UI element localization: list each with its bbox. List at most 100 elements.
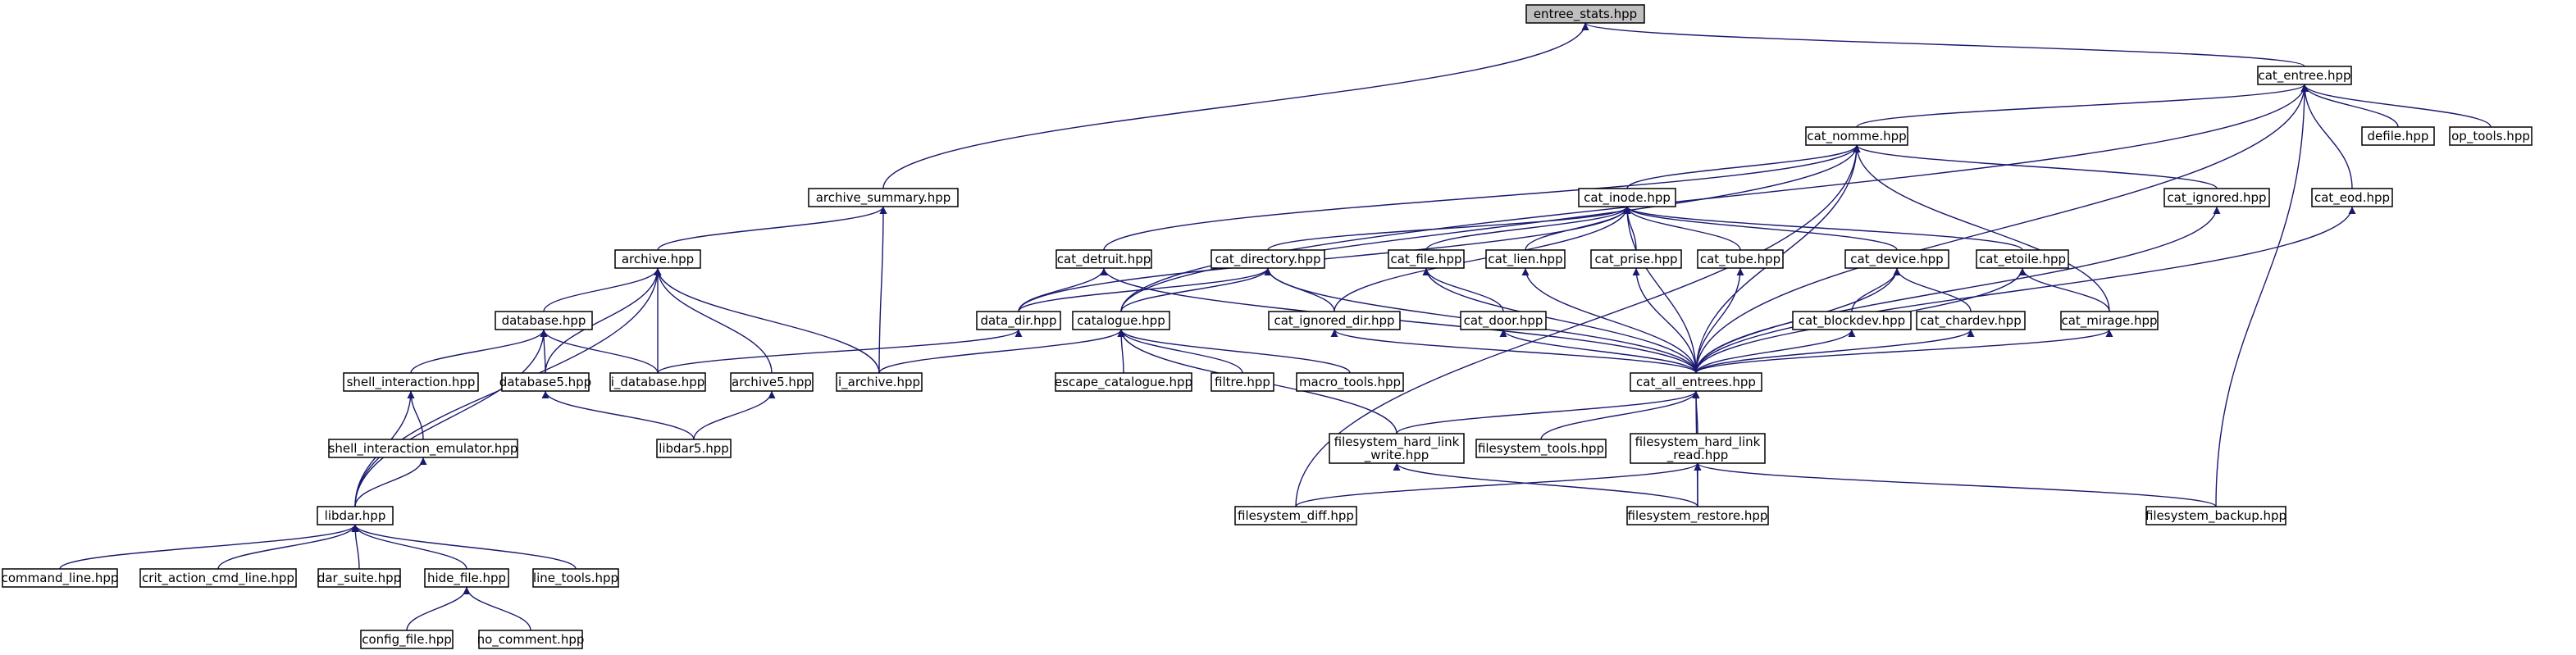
node-cat-entree[interactable]: cat_entree.hpp (2257, 66, 2352, 85)
node-box (1805, 126, 1908, 146)
node-escape-catalogue[interactable]: escape_catalogue.hpp (1055, 372, 1192, 392)
node-i-archive[interactable]: i_archive.hpp (836, 372, 923, 392)
node-box (1296, 372, 1404, 392)
node-cat-all-entrees[interactable]: cat_all_entrees.hpp (1630, 372, 1762, 392)
edge-hide_file-to-libdar (351, 524, 467, 570)
edge-cat_all_entrees-to-cat_mirage (1695, 329, 2113, 374)
node-cat-inode[interactable]: cat_inode.hpp (1578, 188, 1676, 207)
edge-i_database-to-database (540, 329, 659, 374)
node-label: database.hpp (502, 313, 586, 328)
node-box (1210, 249, 1325, 269)
node-fs-hl-read[interactable]: filesystem_hard_link_read.hpp (1630, 433, 1766, 464)
edge-cat_all_entrees-to-cat_lien (1521, 267, 1697, 374)
node-box (836, 372, 923, 392)
node-layer: entree_stats.hpp cat_entree.hpp archive_su… (2, 4, 2533, 649)
edge-cat_device-to-cat_inode (1623, 206, 1898, 251)
node-cat-nomme[interactable]: cat_nomme.hpp (1805, 126, 1908, 146)
node-label: cat_inode.hpp (1584, 190, 1671, 206)
node-label: dar_suite.hpp (317, 571, 401, 586)
node-shell-interaction[interactable]: shell_interaction.hpp (343, 372, 479, 392)
node-data-dir[interactable]: data_dir.hpp (976, 311, 1061, 330)
node-cat-lien[interactable]: cat_lien.hpp (1485, 249, 1566, 269)
edge-cat_nomme-to-cat_entree (1856, 84, 2309, 128)
node-cat-ignored[interactable]: cat_ignored.hpp (2163, 188, 2270, 207)
node-archive[interactable]: archive.hpp (614, 249, 701, 269)
edge-filesystem_backup-to-fs_hl_read (1694, 462, 2217, 507)
edge-cat_mirage-to-cat_etoile (2018, 267, 2110, 312)
node-hide-file[interactable]: hide_file.hpp (424, 568, 509, 588)
node-cat-detruit[interactable]: cat_detruit.hpp (1055, 249, 1152, 269)
edge-cat_ignored-to-cat_nomme (1853, 144, 2218, 189)
node-filesystem-tools[interactable]: filesystem_tools.hpp (1475, 439, 1607, 458)
node-fs-hl-write[interactable]: filesystem_hard_link_write.hpp (1329, 433, 1465, 464)
node-cat-ignored-dir[interactable]: cat_ignored_dir.hpp (1268, 311, 1401, 330)
node-box (2163, 188, 2270, 207)
node-i-database[interactable]: i_database.hpp (609, 372, 706, 392)
node-config-file[interactable]: config_file.hpp (360, 630, 454, 649)
node-filesystem-backup[interactable]: filesystem_backup.hpp (2145, 506, 2286, 525)
node-shell-interaction-emulator[interactable]: shell_interaction_emulator.hpp (328, 439, 518, 458)
node-crit-action-cmd-line[interactable]: crit_action_cmd_line.hpp (139, 568, 297, 588)
node-line-tools[interactable]: line_tools.hpp (532, 568, 619, 588)
node-label: filesystem_hard_link (1334, 434, 1460, 450)
node-label: database5.hpp (499, 375, 591, 389)
edge-catalogue-to-cat_directory (1120, 267, 1272, 312)
edge-libdar-to-database (354, 329, 548, 507)
node-box (1234, 506, 1357, 525)
node-macro-tools[interactable]: macro_tools.hpp (1296, 372, 1404, 392)
node-database5[interactable]: database5.hpp (499, 372, 591, 392)
edge-cat_all_entrees-to-cat_prise (1632, 267, 1697, 374)
node-op-tools[interactable]: op_tools.hpp (2449, 126, 2533, 146)
node-box (2449, 126, 2533, 146)
node-command-line[interactable]: command_line.hpp (2, 568, 119, 588)
node-cat-mirage[interactable]: cat_mirage.hpp (2060, 311, 2159, 330)
node-archive-summary[interactable]: archive_summary.hpp (808, 188, 959, 207)
node-filesystem-restore[interactable]: filesystem_restore.hpp (1626, 506, 1769, 525)
node-box (2257, 66, 2352, 85)
node-filtre[interactable]: filtre.hpp (1210, 372, 1274, 392)
node-box (1578, 188, 1676, 207)
edge-shell_interaction-to-database (410, 329, 548, 374)
edge-filtre-to-catalogue (1117, 329, 1243, 374)
edge-defile-to-cat_entree (2300, 84, 2399, 128)
node-dar-suite[interactable]: dar_suite.hpp (317, 568, 401, 588)
edge-no_comment-to-hide_file (463, 586, 531, 631)
node-label: crit_action_cmd_line.hpp (142, 571, 294, 586)
edge-op_tools-to-cat_entree (2300, 84, 2492, 128)
node-archive5[interactable]: archive5.hpp (730, 372, 814, 392)
node-catalogue[interactable]: catalogue.hpp (1072, 311, 1170, 330)
node-cat-prise[interactable]: cat_prise.hpp (1590, 249, 1682, 269)
node-cat-blockdev[interactable]: cat_blockdev.hpp (1792, 311, 1912, 330)
node-label: archive_summary.hpp (816, 190, 951, 206)
node-box (1630, 372, 1762, 392)
node-no-comment[interactable]: no_comment.hpp (477, 630, 585, 649)
node-cat-tube[interactable]: cat_tube.hpp (1697, 249, 1784, 269)
node-cat-chardev[interactable]: cat_chardev.hpp (1916, 311, 2026, 330)
edge-libdar5-to-archive5 (693, 390, 776, 440)
node-filesystem-diff[interactable]: filesystem_diff.hpp (1234, 506, 1357, 525)
node-cat-file[interactable]: cat_file.hpp (1388, 249, 1465, 269)
node-libdar[interactable]: libdar.hpp (317, 506, 394, 525)
edge-cat_all_entrees-to-cat_chardev (1695, 329, 1975, 374)
node-cat-etoile[interactable]: cat_etoile.hpp (1976, 249, 2069, 269)
edge-cat_mirage-to-cat_nomme (1853, 144, 2110, 312)
edge-i_archive-to-catalogue (878, 329, 1125, 374)
node-database[interactable]: database.hpp (495, 311, 593, 330)
node-label: libdar5.hpp (659, 441, 729, 456)
node-box (139, 568, 297, 588)
node-libdar5[interactable]: libdar5.hpp (656, 439, 732, 458)
node-cat-eod[interactable]: cat_eod.hpp (2311, 188, 2393, 207)
node-entree-stats[interactable]: entree_stats.hpp (1525, 4, 1645, 24)
node-box (1072, 311, 1170, 330)
node-box (532, 568, 619, 588)
node-defile[interactable]: defile.hpp (2361, 126, 2435, 146)
node-cat-directory[interactable]: cat_directory.hpp (1210, 249, 1325, 269)
node-box (501, 372, 590, 392)
edge-cat_ignored_dir-to-cat_inode (1334, 206, 1631, 312)
edge-archive5-to-archive (654, 267, 773, 374)
edge-command_line-to-libdar (59, 524, 359, 570)
edge-macro_tools-to-catalogue (1117, 329, 1351, 374)
edge-cat_all_entrees-to-cat_file (1422, 267, 1697, 374)
node-cat-device[interactable]: cat_device.hpp (1844, 249, 1949, 269)
node-cat-door[interactable]: cat_door.hpp (1460, 311, 1547, 330)
